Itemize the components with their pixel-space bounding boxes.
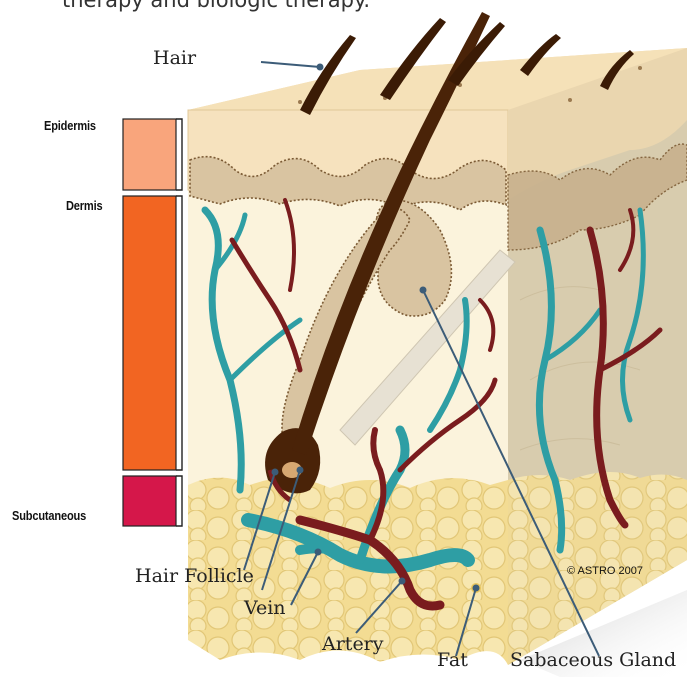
epidermis-bar xyxy=(123,119,176,190)
copyright-notice: © ASTRO 2007 xyxy=(567,565,643,577)
layer-label-epidermis: Epidermis xyxy=(44,118,96,133)
callout-hair-follicle: Hair Follicle xyxy=(135,565,254,587)
callout-hair: Hair xyxy=(153,47,196,69)
callout-vein: Vein xyxy=(244,597,286,619)
dermis-front xyxy=(188,178,508,500)
layer-label-subcutaneous: Subcutaneous xyxy=(12,508,86,523)
subcutaneous-bar xyxy=(123,476,176,526)
callout-sebaceous-gland: Sabaceous Gland xyxy=(510,649,676,671)
dermis-bar xyxy=(123,196,176,470)
layer-label-dermis: Dermis xyxy=(66,198,102,213)
callout-fat: Fat xyxy=(437,649,468,671)
callout-artery: Artery xyxy=(322,633,384,655)
